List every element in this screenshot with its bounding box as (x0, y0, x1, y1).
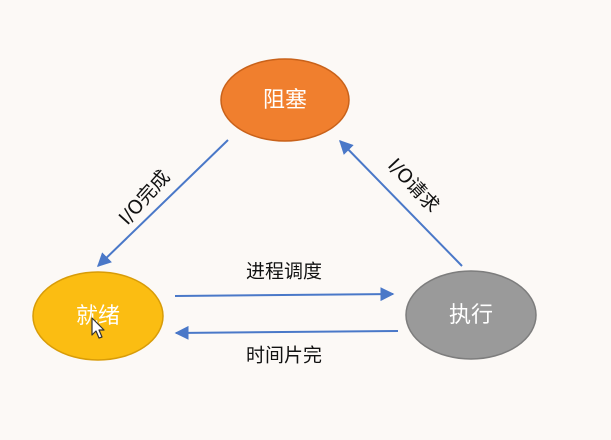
node-ready-shape (32, 271, 164, 361)
edge-io-request-arrow (339, 139, 463, 267)
mouse-cursor-icon (91, 317, 105, 339)
edge-io-request-label: I/O请求 (383, 154, 443, 217)
node-blocked-shape (220, 58, 350, 142)
node-running: 执行 (405, 270, 537, 360)
node-running-label: 执行 (449, 303, 493, 328)
edge-schedule-label: 进程调度 (246, 261, 322, 283)
edge-io-complete-arrow (96, 139, 229, 267)
edge-time-slice-label: 时间片完 (246, 345, 322, 367)
node-blocked: 阻塞 (220, 58, 350, 142)
node-blocked-label: 阻塞 (263, 88, 307, 113)
node-ready: 就绪 (32, 271, 164, 361)
edge-time-slice-arrow (174, 325, 399, 340)
node-running-shape (405, 270, 537, 360)
edge-schedule-arrow (174, 287, 395, 302)
